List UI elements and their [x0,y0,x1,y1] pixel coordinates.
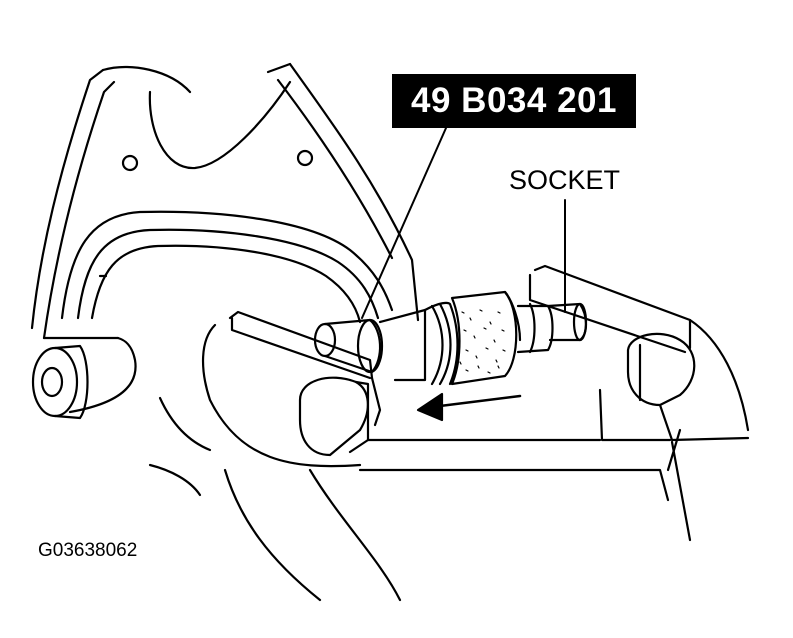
arm-lower-edge [70,338,136,412]
arm-inner-opening [150,82,290,168]
vise-left-body-lower [225,470,320,600]
vise-left-body [203,325,360,466]
tool-shaft-tip [548,304,586,340]
arm-outer-left-edge [32,70,103,328]
arm-hole-right [298,151,312,165]
direction-arrow-shaft [440,396,520,406]
tool-nut [452,292,516,384]
arm-hole-left [123,156,137,170]
vise-left-bulge [160,398,210,450]
left-bushing [33,346,88,418]
vise-left-ridge [150,465,200,495]
left-bushing-sleeve [55,346,88,418]
vise-right-body-3 [600,390,670,440]
vise-right-jaw-top [535,266,690,348]
vise-left-body-front [310,470,400,600]
arm-right-outer-edge [290,64,418,320]
tool-thread-a [425,303,458,384]
arm-rib-inner-2 [92,246,360,322]
vise-left-jaw-nose [300,378,368,455]
arm-right-inner-edge [278,80,392,258]
vise-base-corner [668,430,680,470]
left-bushing-inner [42,368,62,396]
vise-left-jaw-front [372,378,380,425]
control-arm [32,64,418,412]
vise-right-lower [672,442,690,540]
tool-nut-knurl [458,310,505,373]
tool-nut-edge [505,292,520,340]
left-bushing-outer [33,348,77,416]
tool-number-label: 49 B034 201 [411,81,617,120]
arm-rib-outer [62,212,392,318]
vise-left-jaw-step [350,382,368,452]
vise [150,266,748,600]
vise-left-jaw-top [230,312,372,378]
arm-top-edge [103,67,190,92]
vise-right-body-2 [660,405,748,440]
arm-rib-inner [78,230,378,318]
tool-thread-c [440,304,451,384]
socket-callout-label: SOCKET [509,165,621,195]
arm-outer-left-edge-inner [44,82,114,338]
vise-right-body [690,320,748,430]
vise-base-front [360,470,668,500]
tool-sleeve [380,310,425,380]
tool-left-collar-face [358,320,382,372]
tool-assembly [315,292,586,420]
vise-right-jaw-nose [628,334,694,405]
arm-top-right-edge [268,64,290,72]
tool-number-label-box: 49 B034 201 [392,74,636,128]
tool-shaft-ring [530,304,535,352]
vise-right-jaw-top-2 [530,275,685,352]
tool-number-leader [362,128,446,318]
tool-thread-b [432,306,443,384]
tool-shaft-tip-end [574,304,586,340]
vise-left-jaw-face [232,318,370,378]
figure-id-label: G03638062 [38,540,138,561]
direction-arrow-head [418,394,442,420]
